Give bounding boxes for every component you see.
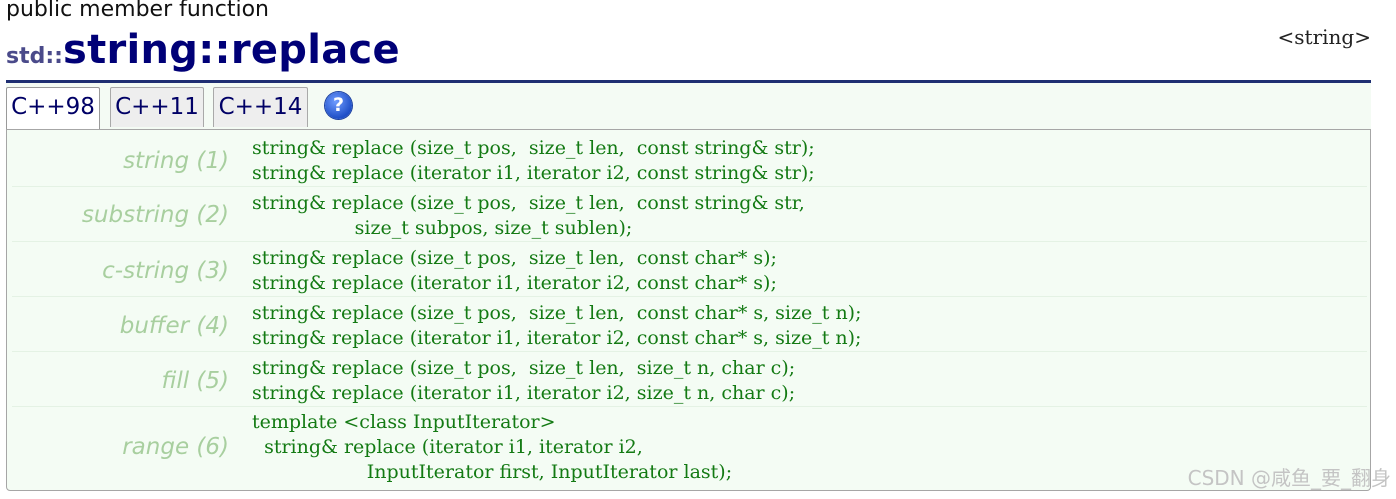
tab-cpp98[interactable]: C++98	[6, 87, 100, 131]
overload-row: substring (2) string& replace (size_t po…	[12, 188, 1367, 242]
overload-code: string& replace (size_t pos, size_t len,…	[252, 247, 777, 294]
overload-label: buffer (4)	[119, 313, 229, 339]
overload-code: template <class InputIterator> string& r…	[252, 411, 733, 483]
title-divider	[6, 80, 1371, 83]
overload-code: string& replace (size_t pos, size_t len,…	[252, 357, 796, 404]
help-icon[interactable]: ?	[325, 92, 352, 119]
overload-code: string& replace (size_t pos, size_t len,…	[252, 137, 815, 184]
overload-row: buffer (4) string& replace (size_t pos, …	[12, 298, 1367, 352]
tab-cpp14[interactable]: C++14	[213, 87, 308, 127]
overload-row: range (6) template <class InputIterator>…	[12, 408, 1367, 488]
title-namespace: std::	[6, 44, 63, 69]
title-function-name: string::replace	[62, 27, 400, 73]
overload-label: substring (2)	[81, 202, 229, 228]
tab-strip	[6, 83, 1371, 130]
tab-cpp11[interactable]: C++11	[110, 87, 204, 127]
overload-label: range (6)	[122, 434, 229, 460]
overloads-panel: string (1) string& replace (size_t pos, …	[6, 129, 1371, 491]
overload-row: c-string (3) string& replace (size_t pos…	[12, 243, 1367, 297]
overload-code: string& replace (size_t pos, size_t len,…	[252, 302, 862, 349]
header-link[interactable]: <string>	[1277, 25, 1371, 49]
watermark: CSDN @咸鱼_要_翻身	[1187, 466, 1391, 490]
overload-row: fill (5) string& replace (size_t pos, si…	[12, 353, 1367, 407]
overload-label: string (1)	[123, 148, 229, 174]
overload-label: c-string (3)	[102, 258, 229, 284]
member-kind-label: public member function	[6, 0, 269, 22]
overload-row: string (1) string& replace (size_t pos, …	[12, 130, 1367, 187]
overload-label: fill (5)	[161, 368, 229, 394]
overload-code: string& replace (size_t pos, size_t len,…	[252, 192, 805, 239]
page-title: std::string::replace	[6, 27, 400, 73]
